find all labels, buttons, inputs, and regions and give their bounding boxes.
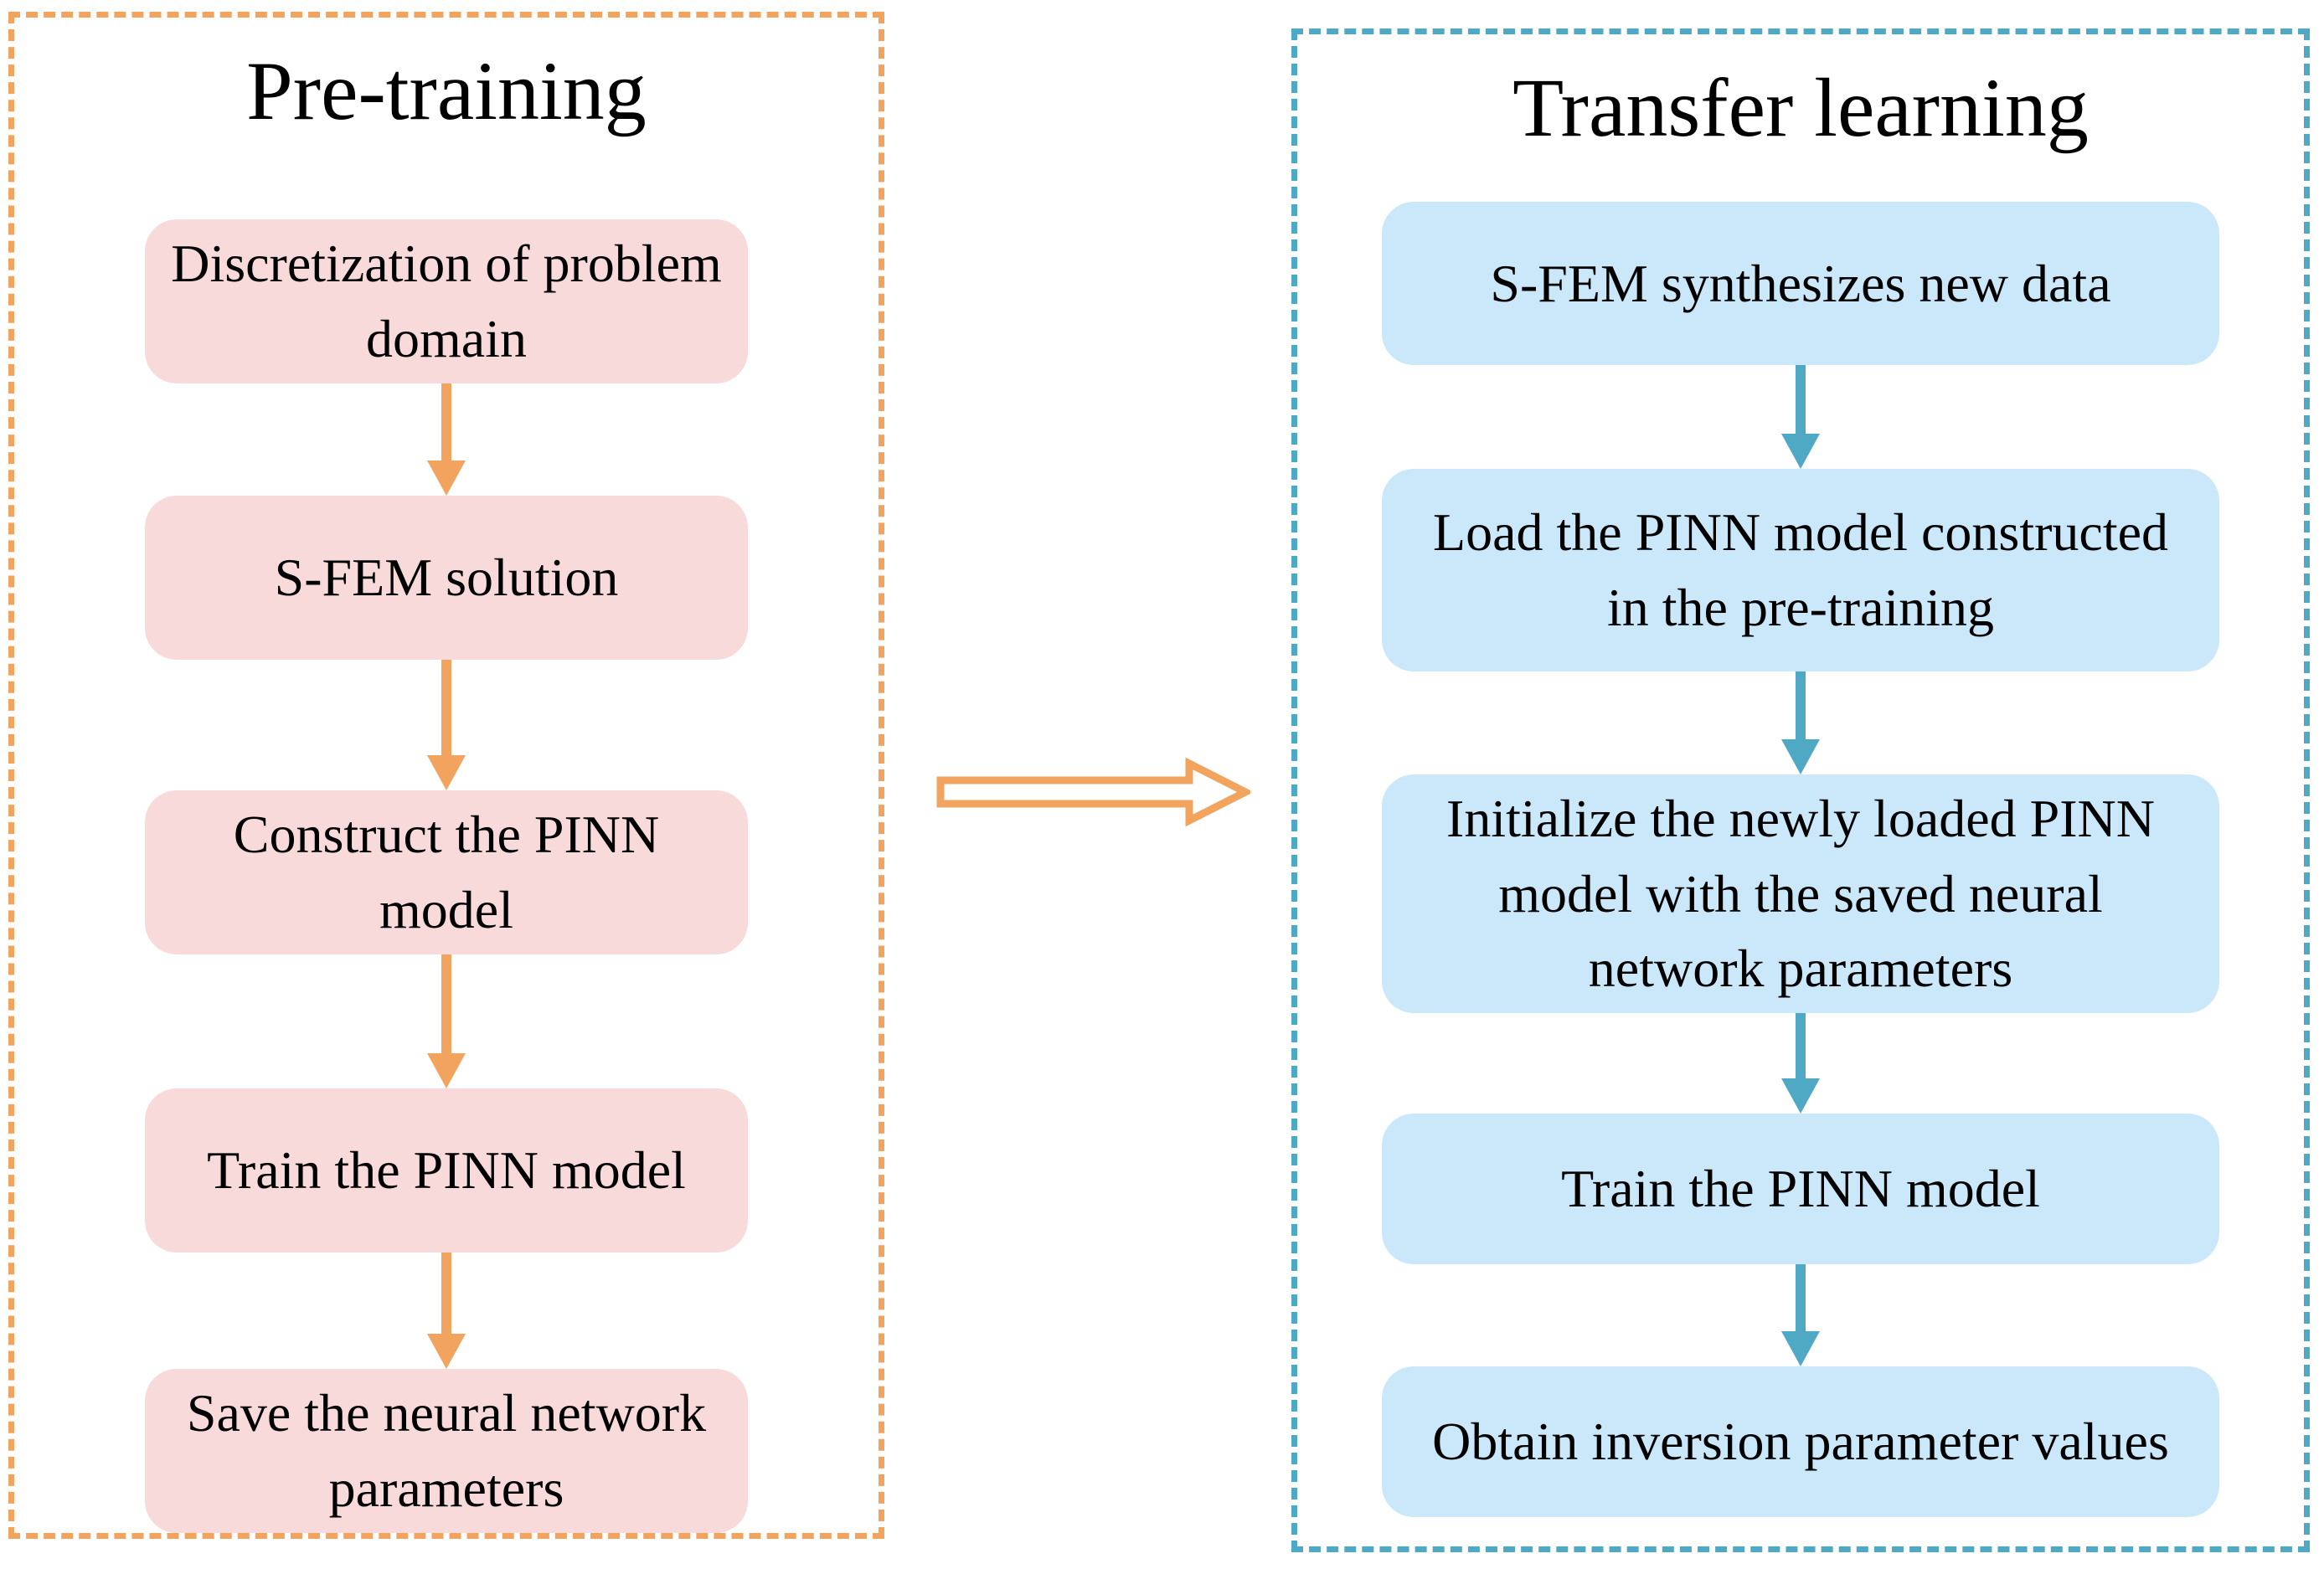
arrow-head: [1781, 1330, 1820, 1366]
arrow-head: [427, 1053, 466, 1088]
step-box-train-pinn: Train the PINN model: [145, 1088, 748, 1253]
step-box-obtain-inversion: Obtain inversion parameter values: [1382, 1366, 2219, 1517]
step-label: Initialize the newly loaded PINN model w…: [1446, 789, 2155, 999]
down-arrow-icon: [426, 660, 466, 790]
down-arrow-icon: [426, 1253, 466, 1369]
arrow-head: [427, 1334, 466, 1369]
pretraining-panel: Pre-training Discretization of problem d…: [8, 12, 884, 1539]
arrow-shaft: [441, 660, 451, 755]
down-arrow-icon: [426, 954, 466, 1088]
step-box-construct-pinn: Construct the PINN model: [145, 790, 748, 954]
arrow-shaft: [1796, 365, 1806, 434]
arrow-head: [427, 460, 466, 496]
step-box-load-pinn: Load the PINN model constructed in the p…: [1382, 469, 2219, 671]
arrow-shaft: [1796, 1263, 1806, 1331]
down-arrow-icon: [1780, 671, 1821, 774]
step-label: Obtain inversion parameter values: [1432, 1411, 2169, 1471]
step-label: Train the PINN model: [207, 1140, 686, 1201]
step-box-discretization: Discretization of problem domain: [145, 219, 748, 383]
step-box-save-parameters: Save the neural network parameters: [145, 1369, 748, 1533]
arrow-head: [1781, 739, 1820, 774]
step-label: S-FEM solution: [274, 548, 619, 608]
arrow-head: [427, 755, 466, 790]
step-label: S-FEM synthesizes new data: [1490, 253, 2111, 313]
down-arrow-icon: [426, 383, 466, 496]
arrow-shaft: [441, 1253, 451, 1334]
step-box-sfem-solution: S-FEM solution: [145, 496, 748, 660]
transfer-arrow-icon: [936, 757, 1250, 827]
arrow-head: [1781, 434, 1820, 469]
step-box-initialize-pinn: Initialize the newly loaded PINN model w…: [1382, 774, 2219, 1013]
down-arrow-icon: [1780, 365, 1821, 469]
down-arrow-icon: [1780, 1012, 1821, 1114]
pretraining-title: Pre-training: [246, 44, 647, 137]
transfer-learning-panel: Transfer learning S-FEM synthesizes new …: [1291, 28, 2310, 1552]
arrow-shaft: [441, 383, 451, 460]
step-label: Discretization of problem domain: [171, 234, 722, 368]
step-box-sfem-new-data: S-FEM synthesizes new data: [1382, 202, 2219, 365]
transfer-learning-title: Transfer learning: [1512, 61, 2089, 154]
step-label: Load the PINN model constructed in the p…: [1433, 502, 2168, 637]
arrow-shaft: [1796, 671, 1806, 739]
step-box-train-pinn-transfer: Train the PINN model: [1382, 1113, 2219, 1264]
arrow-shaft: [1796, 1012, 1806, 1078]
step-label: Construct the PINN model: [233, 805, 660, 939]
down-arrow-icon: [1780, 1263, 1821, 1366]
arrow-head: [1781, 1078, 1820, 1114]
arrow-shaft: [441, 954, 451, 1053]
step-label: Save the neural network parameters: [186, 1383, 707, 1518]
step-label: Train the PINN model: [1561, 1158, 2040, 1218]
